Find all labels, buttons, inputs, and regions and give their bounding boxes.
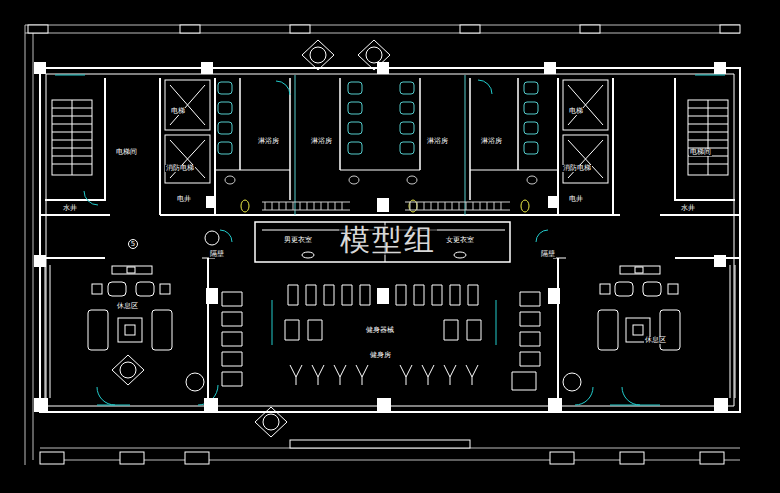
room-label: 休息区 xyxy=(644,337,667,344)
room-label: 电梯间 xyxy=(115,149,138,156)
room-label: 淋浴房 xyxy=(310,138,333,145)
room-label: 电梯 xyxy=(170,108,186,115)
room-label: 淋浴房 xyxy=(480,138,503,145)
room-label: 消防电梯 xyxy=(165,165,195,172)
room-label: 淋浴房 xyxy=(426,138,449,145)
room-label: 水井 xyxy=(62,205,78,212)
room-label: 隔壁 xyxy=(209,251,225,258)
room-label: 电井 xyxy=(568,196,584,203)
callout-number: 5 xyxy=(128,239,138,249)
room-label: 电梯 xyxy=(568,108,584,115)
room-label: 隔壁 xyxy=(540,251,556,258)
room-label: 女更衣室 xyxy=(445,237,475,244)
room-label: 淋浴房 xyxy=(257,138,280,145)
room-label: 健身器械 xyxy=(365,327,395,334)
watermark: 模型组 xyxy=(339,225,437,255)
room-label: 休息区 xyxy=(116,303,139,310)
room-label: 水井 xyxy=(680,205,696,212)
room-label: 健身房 xyxy=(369,352,392,359)
room-label: 电梯间 xyxy=(689,149,712,156)
room-label: 电井 xyxy=(176,196,192,203)
room-label: 消防电梯 xyxy=(562,165,592,172)
room-label: 男更衣室 xyxy=(283,237,313,244)
